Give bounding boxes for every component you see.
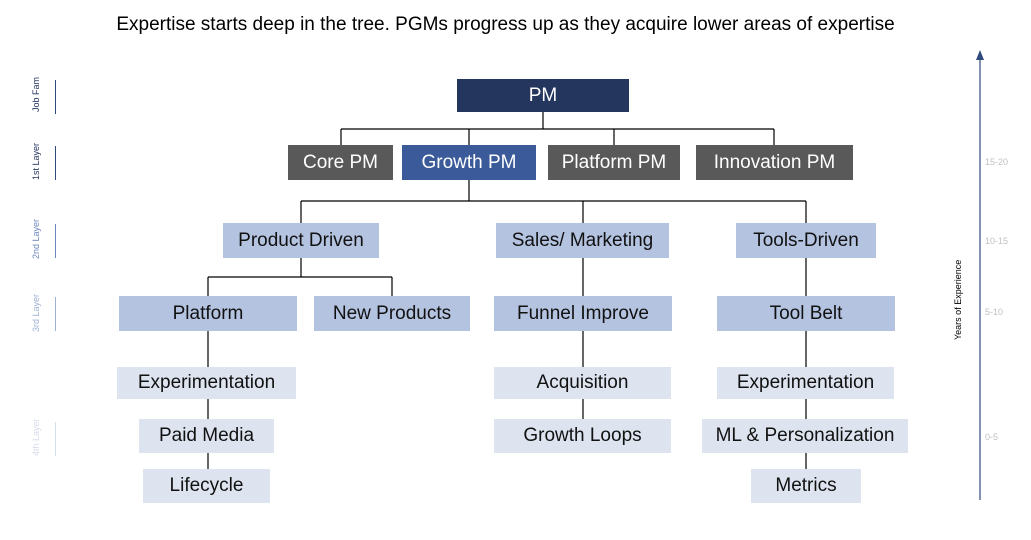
node-product-driven: Product Driven (223, 223, 379, 258)
node-core-pm: Core PM (288, 145, 393, 180)
diagram-title: Expertise starts deep in the tree. PGMs … (116, 14, 895, 35)
years-axis-label: Years of Experience (953, 259, 963, 340)
node-growth-loops: Growth Loops (494, 419, 671, 453)
layer-tick (55, 224, 56, 258)
layer-label-1st: 1st Layer (31, 142, 41, 180)
node-pm: PM (457, 79, 629, 112)
node-innovation-pm: Innovation PM (696, 145, 853, 180)
layer-tick (55, 146, 56, 180)
node-metrics: Metrics (751, 469, 861, 503)
layer-tick (55, 80, 56, 114)
node-platform: Platform (119, 296, 297, 331)
node-paid-media: Paid Media (139, 419, 274, 453)
layer-label-2nd: 2nd Layer (31, 218, 41, 259)
layer-label-4th: 4th Layer (31, 418, 41, 456)
node-lifecycle: Lifecycle (143, 469, 270, 503)
node-funnel-improve: Funnel Improve (494, 296, 672, 331)
node-tool-belt: Tool Belt (717, 296, 895, 331)
node-platform-pm: Platform PM (548, 145, 680, 180)
years-range-0-5: 0-5 (985, 432, 999, 442)
node-experimentation-platform: Experimentation (117, 367, 296, 399)
years-range-10-15: 10-15 (985, 236, 1009, 246)
node-new-products: New Products (314, 296, 470, 331)
layer-tick (55, 297, 56, 331)
node-experimentation-tools: Experimentation (717, 367, 894, 399)
years-range-5-10: 5-10 (985, 307, 1004, 317)
node-tools-driven: Tools-Driven (736, 223, 876, 258)
node-acquisition: Acquisition (494, 367, 671, 399)
node-sales-marketing: Sales/ Marketing (496, 223, 669, 258)
layer-tick (55, 422, 56, 456)
node-ml-personalization: ML & Personalization (702, 419, 908, 453)
years-range-15-20: 15-20 (985, 157, 1009, 167)
node-growth-pm: Growth PM (402, 145, 536, 180)
layer-label-job-fam: Job Fam (31, 76, 41, 112)
layer-label-3rd: 3rd Layer (31, 293, 41, 332)
